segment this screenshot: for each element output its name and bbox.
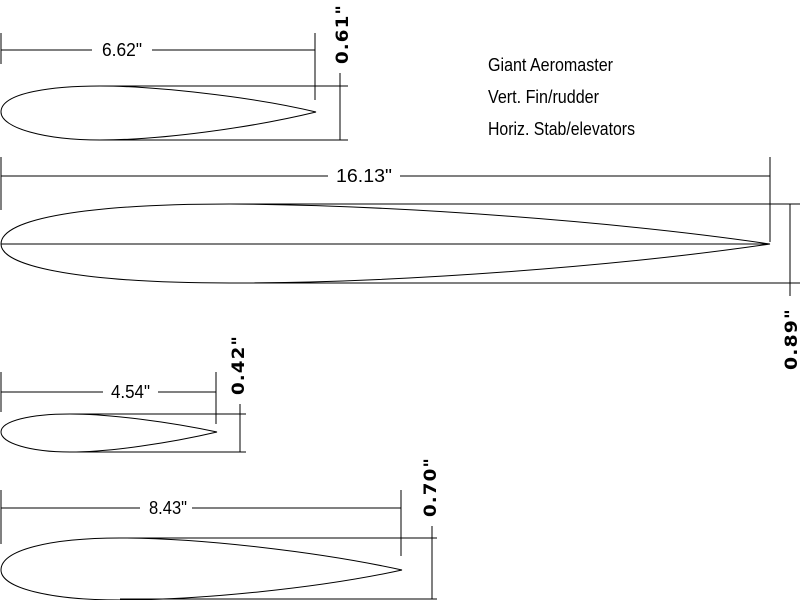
airfoil-outline	[0, 537, 403, 600]
chord-dimension-label: 8.43"	[149, 498, 187, 518]
title-line-2: Vert. Fin/rudder	[488, 87, 599, 107]
title-block: Giant Aeromaster Vert. Fin/rudder Horiz.…	[488, 55, 635, 139]
thickness-dimension-label: 0.42"	[229, 335, 249, 395]
airfoil-section-2: 16.13" 0.89"	[0, 157, 800, 370]
airfoil-outline	[0, 413, 218, 453]
airfoil-section-3: 4.54" 0.42"	[0, 335, 249, 453]
airfoil-outline	[0, 85, 317, 141]
airfoil-section-1: 6.62" 0.61"	[0, 4, 353, 141]
chord-dimension-label: 6.62"	[102, 40, 142, 60]
thickness-dimension-label: 0.70"	[421, 457, 441, 517]
thickness-dimension-label: 0.89"	[782, 308, 800, 370]
chord-dimension-label: 16.13"	[336, 166, 392, 186]
thickness-dimension-label: 0.61"	[333, 4, 353, 64]
airfoil-section-4: 8.43" 0.70"	[0, 457, 441, 600]
chord-dimension-label: 4.54"	[111, 382, 150, 402]
title-line-1: Giant Aeromaster	[488, 55, 613, 75]
title-line-3: Horiz. Stab/elevators	[488, 119, 635, 139]
